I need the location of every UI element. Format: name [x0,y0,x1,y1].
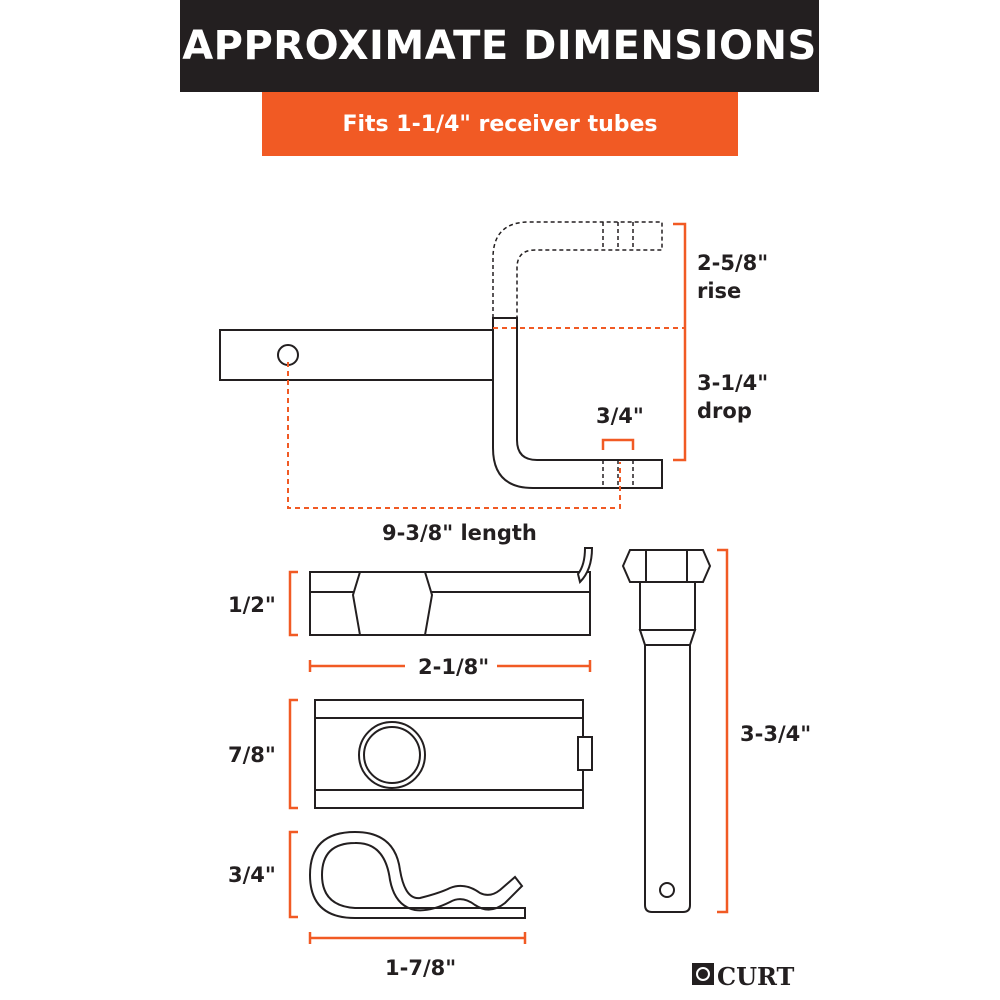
clip-width-label: 2-1/8" [418,655,489,679]
plate-drawing [314,699,593,809]
clip-width-line [308,660,592,672]
length-label: 9-3/8" length [382,521,537,545]
hairpin-height-bracket [288,830,298,919]
drop-label: drop [697,399,752,423]
curt-logo-text: CURT [717,962,795,991]
clip-drawing [309,547,594,636]
hairpin-width-line [308,932,527,944]
clip-height-label: 1/2" [228,593,276,617]
ball-mount-dimensions [287,222,687,509]
page-title: APPROXIMATE DIMENSIONS [180,0,819,92]
ball-mount-drawing [219,221,663,489]
fit-banner: Fits 1-1/4" receiver tubes [262,92,738,156]
hairpin-drawing [308,830,526,919]
pin-drawing [621,549,712,913]
curt-logo-icon [692,963,714,985]
rise-label: rise [697,279,741,303]
plate-height-bracket [288,698,298,810]
rise-value: 2-5/8" [697,251,768,275]
pin-length-label: 3-3/4" [740,722,811,746]
curt-logo: CURT [692,962,795,991]
drop-value: 3-1/4" [697,371,768,395]
hole-diameter-label: 3/4" [596,404,644,428]
hairpin-height-label: 3/4" [228,863,276,887]
pin-length-bracket [717,548,729,914]
clip-height-bracket [288,570,298,637]
plate-height-label: 7/8" [228,743,276,767]
hairpin-width-label: 1-7/8" [385,956,456,980]
